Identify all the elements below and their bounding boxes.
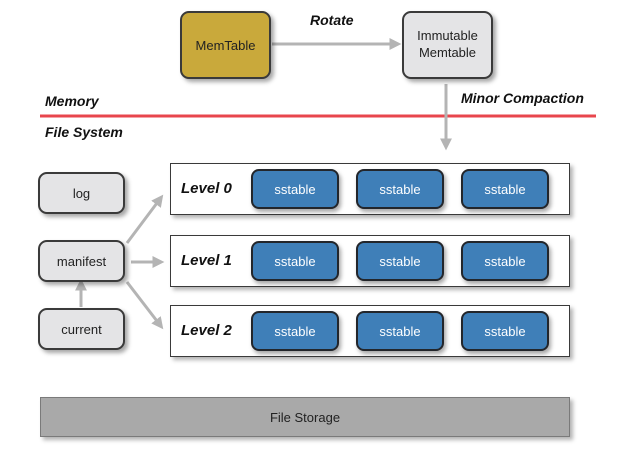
log-file-node: log: [38, 172, 125, 214]
sstable-label: sstable: [379, 181, 421, 197]
sstable-label: sstable: [274, 181, 316, 197]
level-1-sstable-2: sstable: [356, 241, 444, 281]
file-storage-bar: File Storage: [40, 397, 570, 437]
level-2-sstable-3: sstable: [461, 311, 549, 351]
level-2-sstable-1: sstable: [251, 311, 339, 351]
sstable-label: sstable: [274, 323, 316, 339]
level-1-label: Level 1: [181, 252, 232, 269]
level-2-label: Level 2: [181, 322, 232, 339]
sstable-label: sstable: [379, 323, 421, 339]
sstable-label: sstable: [274, 253, 316, 269]
memtable-label: MemTable: [195, 37, 256, 53]
level-0-sstable-3: sstable: [461, 169, 549, 209]
memory-label: Memory: [45, 93, 99, 109]
memtable-node: MemTable: [180, 11, 271, 79]
level-1-sstable-1: sstable: [251, 241, 339, 281]
level-0-sstable-1: sstable: [251, 169, 339, 209]
level-0-label: Level 0: [181, 180, 232, 197]
log-label: log: [72, 185, 91, 201]
sstable-label: sstable: [379, 253, 421, 269]
current-file-node: current: [38, 308, 125, 350]
file-storage-label: File Storage: [269, 409, 341, 425]
manifest-label: manifest: [56, 253, 107, 269]
sstable-label: sstable: [484, 253, 526, 269]
manifest-to-level2-arrow: [125, 281, 164, 330]
minor-compaction-label: Minor Compaction: [461, 90, 584, 106]
file-system-label: File System: [45, 124, 123, 140]
sstable-label: sstable: [484, 323, 526, 339]
manifest-file-node: manifest: [38, 240, 125, 282]
level-0-sstable-2: sstable: [356, 169, 444, 209]
level-1-sstable-3: sstable: [461, 241, 549, 281]
level-2-sstable-2: sstable: [356, 311, 444, 351]
immutable-label-line2: Memtable: [418, 45, 477, 60]
immutable-label-line1: Immutable: [417, 28, 478, 44]
manifest-to-level0-arrow: [125, 194, 164, 244]
current-label: current: [61, 321, 102, 337]
rotate-label: Rotate: [310, 12, 354, 28]
sstable-label: sstable: [484, 181, 526, 197]
